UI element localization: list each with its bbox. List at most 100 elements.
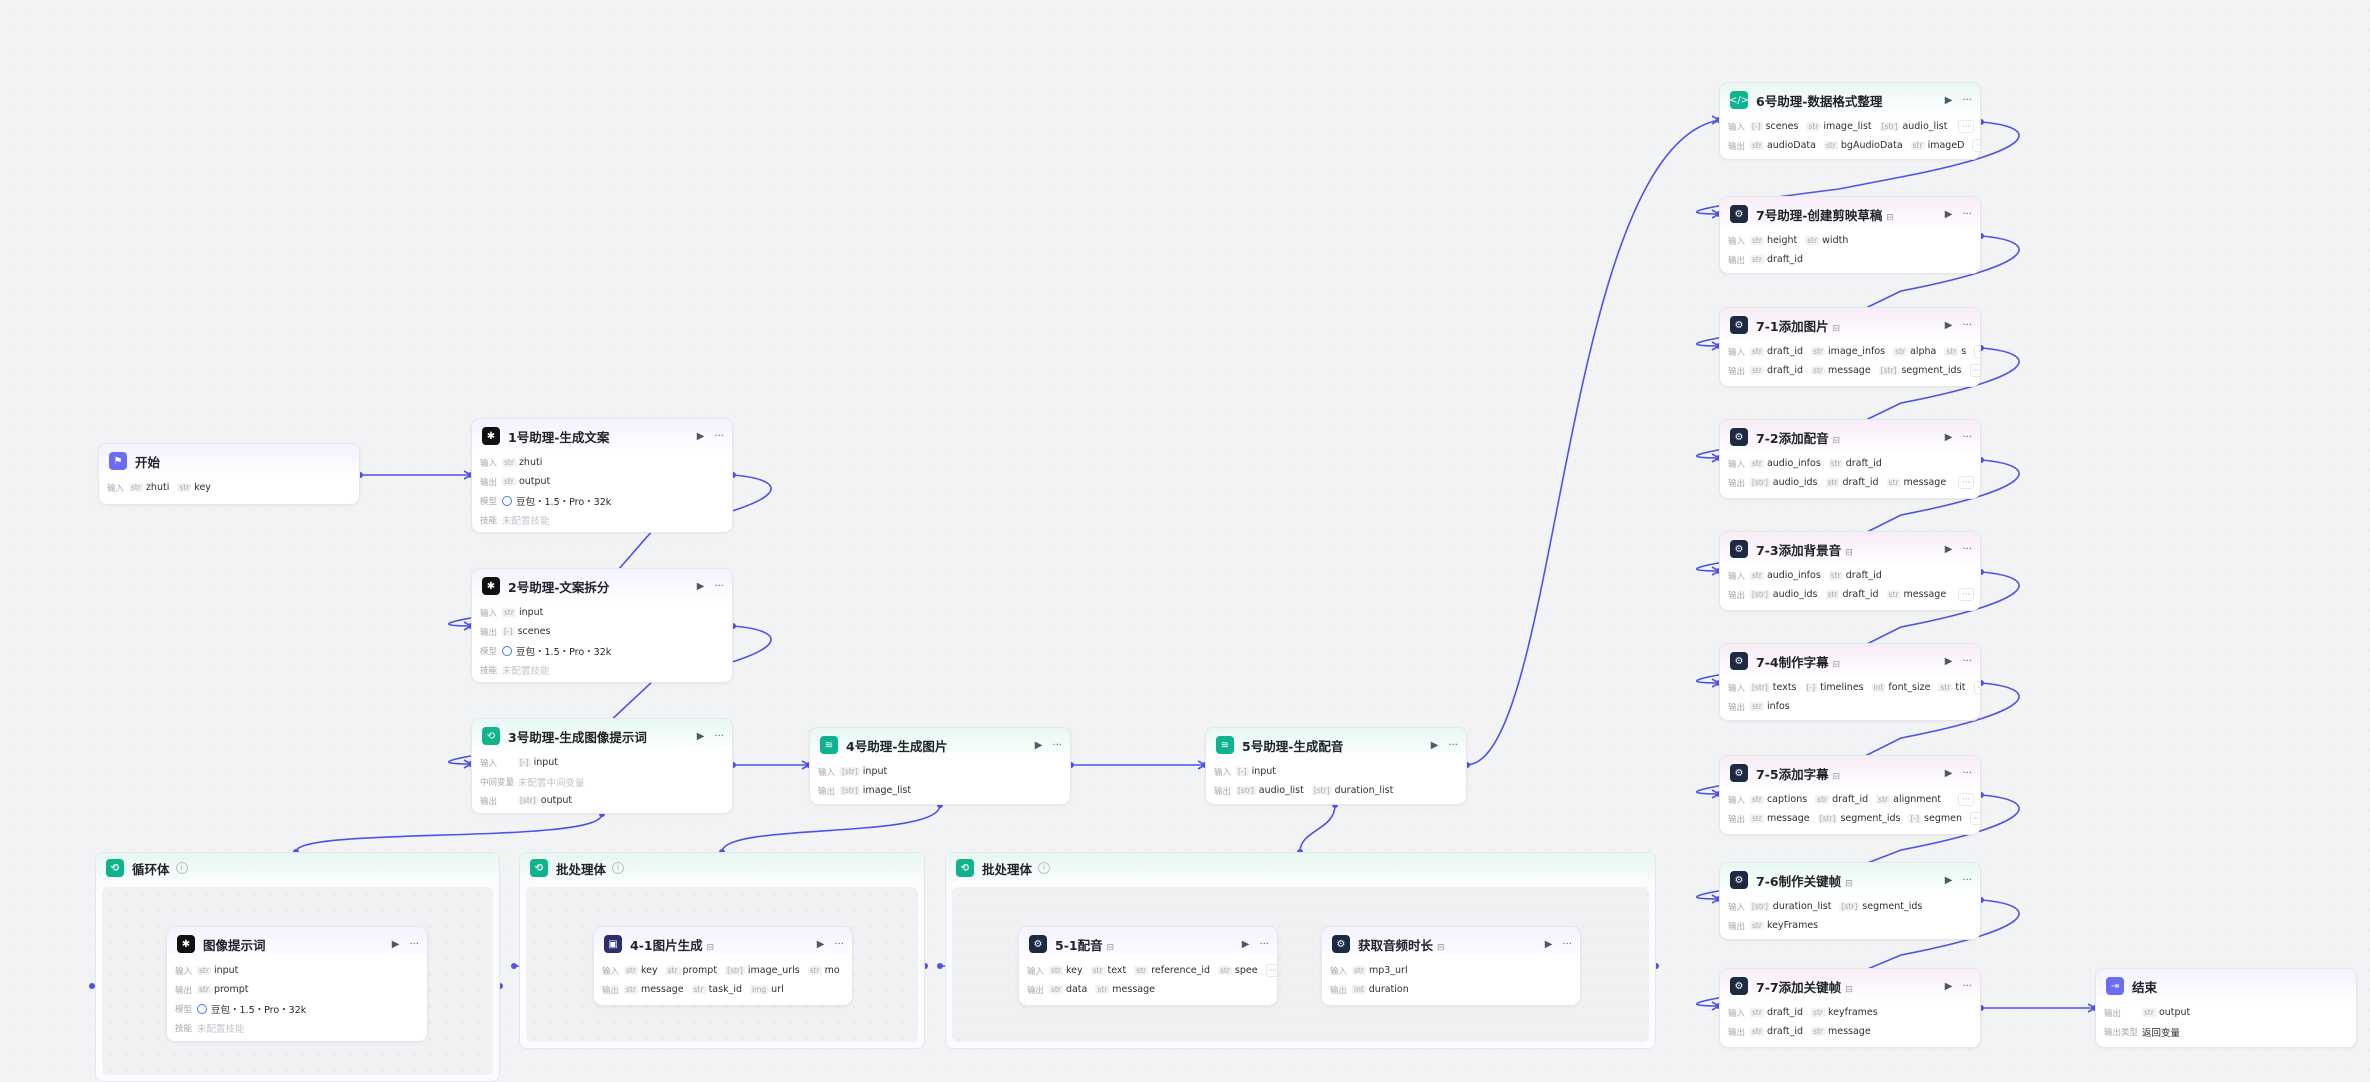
plugin-badge-icon: ⊟ bbox=[1886, 212, 1894, 223]
play-icon[interactable]: ▶ bbox=[1944, 319, 1953, 331]
play-icon[interactable]: ▶ bbox=[1944, 655, 1953, 667]
node-header[interactable]: ⚙5-1配音⊟▶··· bbox=[1019, 927, 1277, 961]
node-header[interactable]: ⚙7号助理-创建剪映草稿⊟▶··· bbox=[1720, 197, 1980, 231]
port-dot[interactable] bbox=[511, 963, 517, 969]
node-header[interactable]: ⚙7-6制作关键帧⊟▶··· bbox=[1720, 863, 1980, 897]
node-header[interactable]: ⚑开始 bbox=[99, 444, 359, 478]
play-icon[interactable]: ▶ bbox=[1430, 739, 1439, 751]
more-icon[interactable]: ··· bbox=[1448, 739, 1458, 751]
node-header[interactable]: ⚙7-5添加字幕⊟▶··· bbox=[1720, 756, 1980, 790]
play-icon[interactable]: ▶ bbox=[1944, 543, 1953, 555]
param-type: [str] bbox=[1236, 786, 1256, 795]
play-icon[interactable]: ▶ bbox=[696, 730, 705, 742]
node-header[interactable]: </>6号助理-数据格式整理▶··· bbox=[1720, 83, 1980, 117]
more-icon[interactable]: ··· bbox=[409, 938, 419, 950]
more-icon[interactable]: ··· bbox=[1962, 208, 1972, 220]
node-header[interactable]: ✱1号助理-生成文案▶··· bbox=[472, 419, 732, 453]
expand-more-button[interactable]: ··· bbox=[1265, 964, 1277, 977]
node-header[interactable]: ✱2号助理-文案拆分▶··· bbox=[472, 569, 732, 603]
more-icon[interactable]: ··· bbox=[1962, 767, 1972, 779]
more-icon[interactable]: ··· bbox=[1962, 431, 1972, 443]
more-icon[interactable]: ··· bbox=[1962, 980, 1972, 992]
more-icon[interactable]: ··· bbox=[1562, 938, 1572, 950]
node-header[interactable]: ⇥结束 bbox=[2096, 969, 2356, 1003]
node-header[interactable]: ⟲3号助理-生成图像提示词▶··· bbox=[472, 719, 732, 753]
start-icon: ⚑ bbox=[109, 452, 127, 470]
expand-more-button[interactable]: ··· bbox=[1958, 120, 1974, 133]
edge-arrow bbox=[463, 470, 473, 480]
play-icon[interactable]: ▶ bbox=[1944, 980, 1953, 992]
node-header[interactable]: ⚙7-3添加背景音⊟▶··· bbox=[1720, 532, 1980, 566]
node-header[interactable]: ⚙7-4制作字幕⊟▶··· bbox=[1720, 644, 1980, 678]
more-icon[interactable]: ··· bbox=[714, 430, 724, 442]
play-icon[interactable]: ▶ bbox=[816, 938, 825, 950]
expand-more-button[interactable]: ··· bbox=[1974, 345, 1980, 358]
expand-more-button[interactable]: ··· bbox=[1958, 476, 1974, 489]
expand-more-button[interactable]: ··· bbox=[1958, 793, 1974, 806]
param-name: scenes bbox=[1765, 121, 1799, 132]
more-icon[interactable]: ··· bbox=[714, 730, 724, 742]
node-controls: ▶ ··· bbox=[1945, 95, 1972, 106]
node-header[interactable]: ⚙7-2添加配音⊟▶··· bbox=[1720, 420, 1980, 454]
play-icon[interactable]: ▶ bbox=[1034, 739, 1043, 751]
node-header[interactable]: ≋5号助理-生成配音▶··· bbox=[1206, 728, 1466, 762]
play-icon[interactable]: ▶ bbox=[391, 938, 400, 950]
node-header[interactable]: ✱图像提示词▶··· bbox=[167, 927, 427, 961]
play-icon[interactable]: ▶ bbox=[1944, 208, 1953, 220]
play-icon[interactable]: ▶ bbox=[1944, 431, 1953, 443]
play-icon[interactable]: ▶ bbox=[1944, 767, 1953, 779]
play-icon[interactable]: ▶ bbox=[1944, 874, 1953, 886]
play-icon[interactable]: ▶ bbox=[1544, 938, 1553, 950]
more-icon[interactable]: ··· bbox=[714, 580, 724, 592]
node-header[interactable]: ⚙获取音频时长⊟▶··· bbox=[1322, 927, 1580, 961]
node-header[interactable]: ▣4-1图片生成⊟▶··· bbox=[594, 927, 852, 961]
play-icon[interactable]: ▶ bbox=[696, 580, 705, 592]
more-icon[interactable]: ··· bbox=[1259, 938, 1269, 950]
more-icon[interactable]: ··· bbox=[1962, 543, 1972, 555]
expand-more-button[interactable]: ··· bbox=[1972, 139, 1980, 152]
node-header[interactable]: ⚙7-7添加关键帧⊟▶··· bbox=[1720, 969, 1980, 1003]
more-icon[interactable]: ··· bbox=[1962, 94, 1972, 106]
play-icon[interactable]: ▶ bbox=[1944, 94, 1953, 106]
expand-more-button[interactable]: ··· bbox=[1973, 681, 1980, 694]
expand-more-button[interactable]: ··· bbox=[1970, 812, 1980, 825]
node-header[interactable]: ≋4号助理-生成图片▶··· bbox=[810, 728, 1070, 762]
more-icon[interactable]: ··· bbox=[834, 938, 844, 950]
more-icon[interactable]: ··· bbox=[1962, 874, 1972, 886]
expand-more-button[interactable]: ··· bbox=[1969, 364, 1980, 377]
play-icon[interactable]: ▶ bbox=[1241, 938, 1250, 950]
node-header[interactable]: ⚙7-1添加图片⊟▶··· bbox=[1720, 308, 1980, 342]
more-icon[interactable]: ··· bbox=[1962, 655, 1972, 667]
param-name: image_infos bbox=[1827, 346, 1886, 357]
more-icon[interactable]: ··· bbox=[1052, 739, 1062, 751]
param-name: segment_ids bbox=[1901, 365, 1962, 376]
more-icon[interactable]: ··· bbox=[1962, 319, 1972, 331]
expand-more-button[interactable]: ··· bbox=[1958, 588, 1974, 601]
play-icon[interactable]: ▶ bbox=[696, 430, 705, 442]
port-dot[interactable] bbox=[937, 963, 943, 969]
node-76[interactable]: ⚙7-6制作关键帧⊟▶···输入[str]duration_list[str]s… bbox=[1719, 862, 1981, 940]
